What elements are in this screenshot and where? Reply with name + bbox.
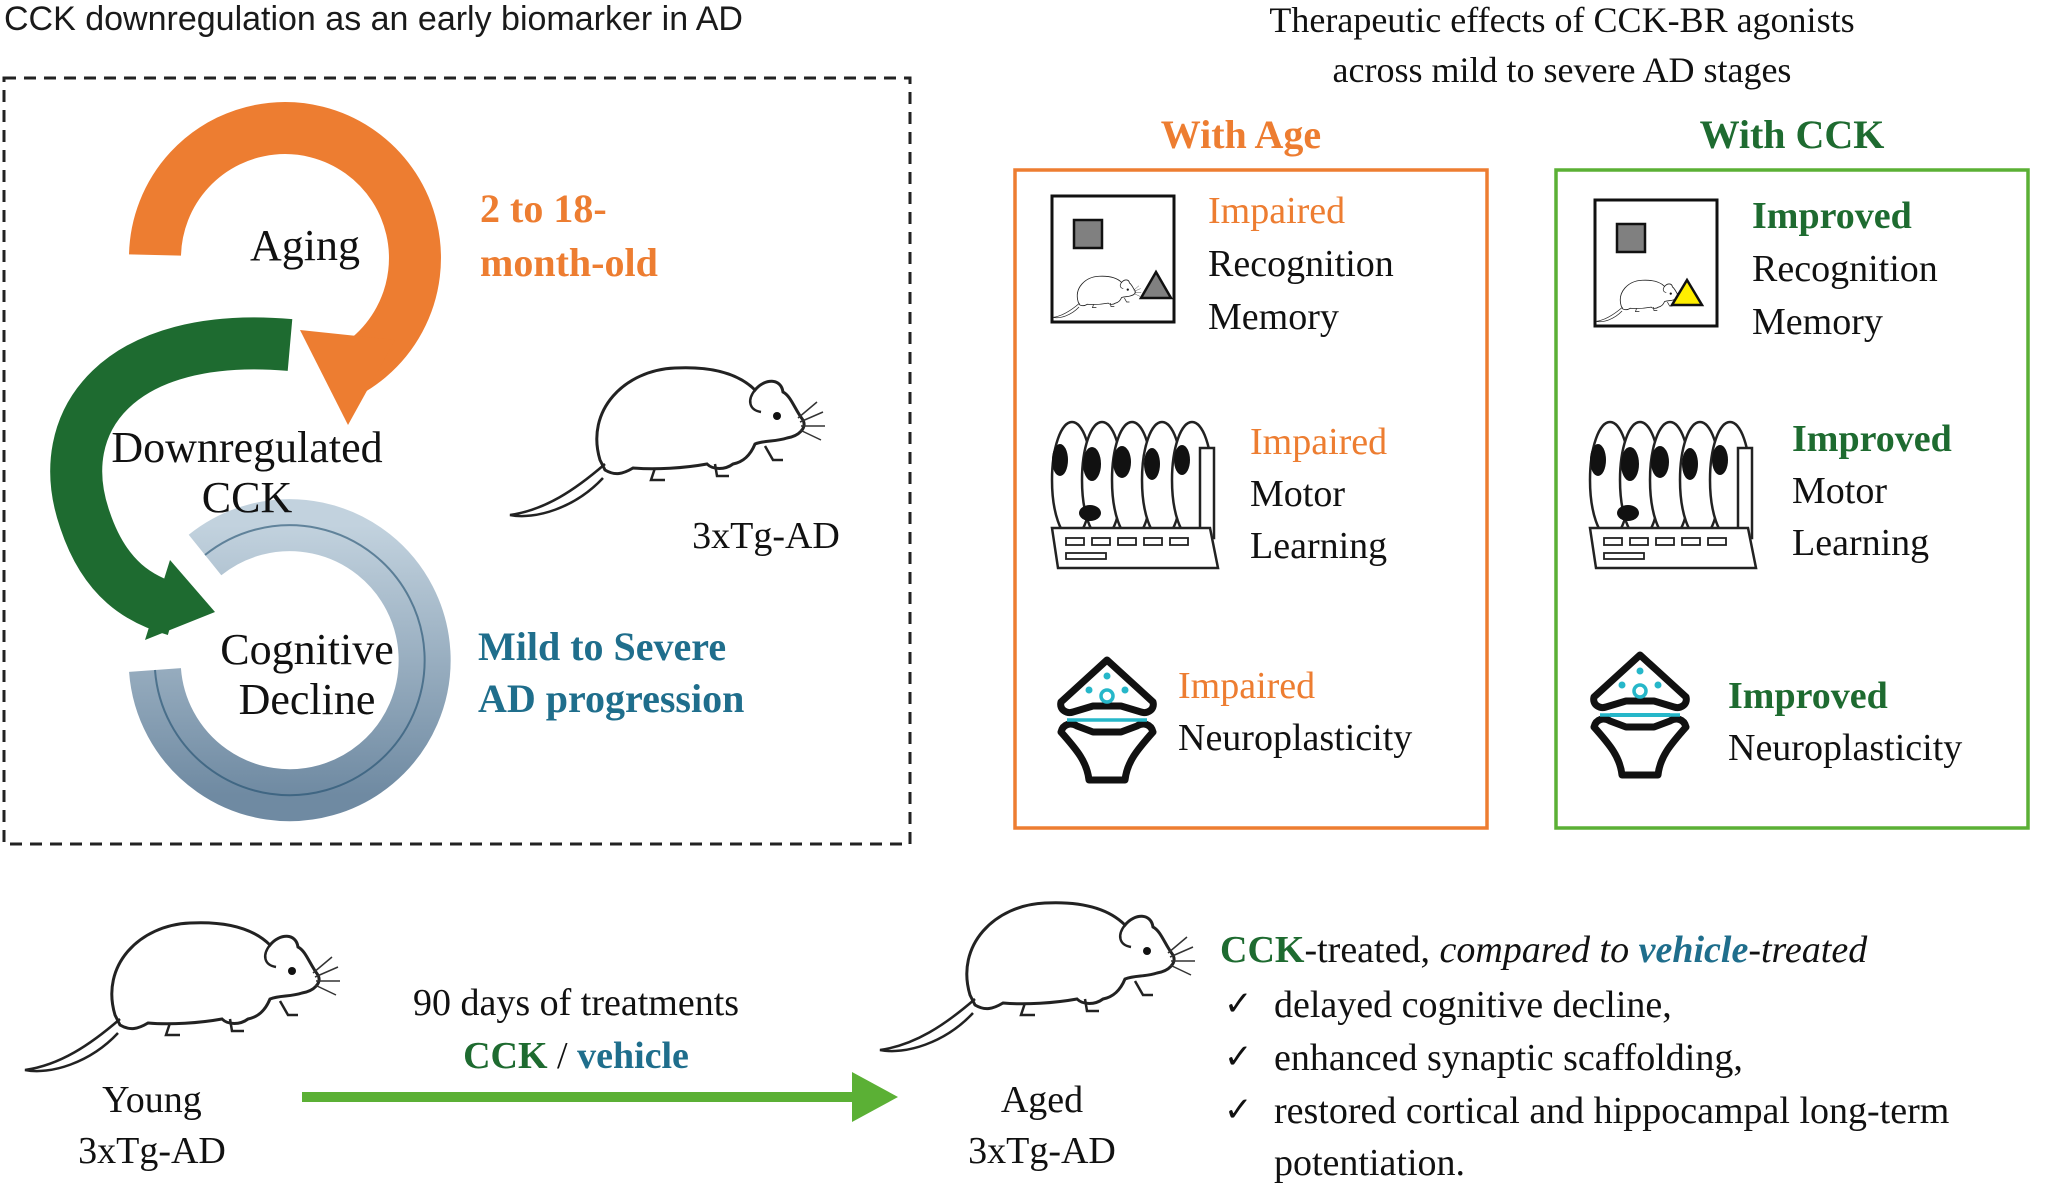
rotarod-icon: [1050, 420, 1220, 570]
treatment-label: 90 days of treatments: [413, 982, 739, 1024]
novel-object-icon: [1138, 269, 1174, 300]
results-treated: -treated,: [1304, 929, 1439, 971]
arm-separator: /: [548, 1035, 578, 1077]
aging-arc: [129, 102, 441, 405]
aging-label: Aging: [250, 221, 360, 270]
treatment-arms: CCK / vehicle: [463, 1035, 689, 1077]
left-title: CCK downregulation as an early biomarker…: [4, 0, 743, 38]
downregulated-label-1: Downregulated: [111, 423, 382, 472]
age-neuro-status: Impaired: [1178, 665, 1315, 707]
aging-arrowhead: [300, 330, 395, 425]
bullet-3-line-1: restored cortical and hippocampal long-t…: [1274, 1090, 1949, 1132]
aged-label-1: Aged: [1001, 1079, 1083, 1121]
synapse-icon: [1061, 660, 1154, 780]
age-neuro-line-1: Neuroplasticity: [1178, 717, 1412, 759]
check-icon: ✓: [1224, 1091, 1253, 1129]
age-recognition-line-1: Recognition: [1208, 243, 1394, 285]
mouse-label: 3xTg-AD: [692, 515, 840, 557]
aged-mouse-icon: [878, 901, 1197, 1053]
cck-motor-line-1: Motor: [1792, 470, 1887, 512]
cck-arrowhead: [145, 560, 215, 640]
right-title-2: across mild to severe AD stages: [1333, 50, 1792, 90]
young-mouse-icon: [23, 921, 342, 1073]
age-motor-status: Impaired: [1250, 421, 1387, 463]
rotarod-icon: [1588, 420, 1758, 570]
with-age-box: [1013, 168, 1489, 830]
age-range-1: 2 to 18-: [480, 186, 607, 231]
aged-label-2: 3xTg-AD: [968, 1130, 1116, 1172]
cck-recognition-line-1: Recognition: [1752, 248, 1938, 290]
results-compared: compared to: [1439, 929, 1638, 971]
vehicle-arm-label: vehicle: [577, 1035, 689, 1077]
results-vehicle: vehicle: [1639, 929, 1749, 971]
young-label-1: Young: [102, 1079, 202, 1121]
age-motor-line-1: Motor: [1250, 473, 1345, 515]
results-heading: CCK-treated, compared to vehicle-treated: [1220, 929, 1868, 971]
cck-arc: [50, 317, 293, 635]
cck-arm-label: CCK: [463, 1035, 548, 1077]
with-cck-box: [1554, 168, 2030, 830]
age-motor-line-2: Learning: [1250, 525, 1387, 567]
results-cck: CCK: [1220, 929, 1305, 971]
cck-recognition-line-2: Memory: [1752, 301, 1883, 343]
results-vehicle-treated: -treated: [1748, 929, 1868, 971]
cck-motor-line-2: Learning: [1792, 522, 1929, 564]
check-icon: ✓: [1224, 1038, 1253, 1076]
cck-neuro-status: Improved: [1728, 675, 1888, 717]
cognitive-label-2: Decline: [239, 675, 376, 724]
treatment-arrow-head: [852, 1072, 898, 1122]
cck-recognition-status: Improved: [1752, 195, 1912, 237]
young-label-2: 3xTg-AD: [78, 1130, 226, 1172]
bullet-1: delayed cognitive decline,: [1274, 984, 1672, 1026]
cck-motor-status: Improved: [1792, 418, 1952, 460]
bullet-2: enhanced synaptic scaffolding,: [1274, 1037, 1743, 1079]
right-title-1: Therapeutic effects of CCK-BR agonists: [1269, 0, 1854, 40]
bullet-3-line-2: potentiation.: [1274, 1142, 1465, 1184]
downregulated-label-2: CCK: [202, 473, 293, 522]
check-icon: ✓: [1224, 985, 1253, 1023]
object-recognition-icon: [1595, 200, 1717, 326]
object-recognition-icon: [1052, 196, 1174, 322]
cognitive-label-1: Cognitive: [220, 625, 394, 674]
with-age-header: With Age: [1161, 112, 1321, 157]
with-cck-header: With CCK: [1700, 112, 1885, 157]
mouse-3xtg-icon: [508, 366, 827, 518]
novel-object-highlight-icon: [1669, 277, 1705, 307]
decline-arc-outline: [154, 524, 426, 797]
cycle-panel-border: [2, 76, 912, 846]
progression-2: AD progression: [478, 676, 744, 721]
age-range-2: month-old: [480, 240, 658, 285]
age-recognition-status: Impaired: [1208, 190, 1345, 232]
progression-1: Mild to Severe: [478, 624, 726, 669]
age-recognition-line-2: Memory: [1208, 296, 1339, 338]
cck-neuro-line-1: Neuroplasticity: [1728, 727, 1962, 769]
